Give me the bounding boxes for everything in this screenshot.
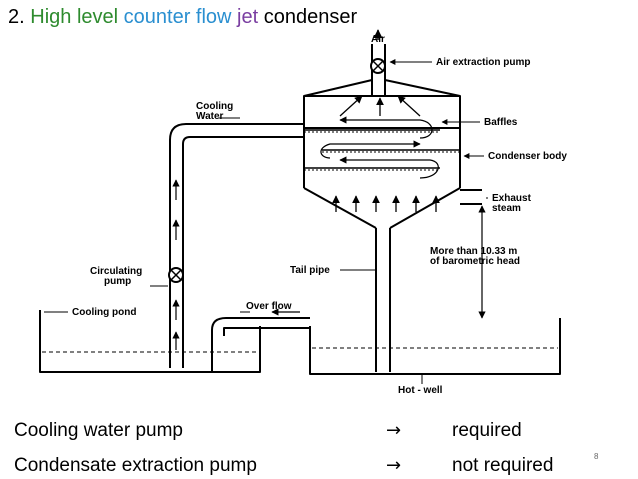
label-condenser-body: Condenser body [488, 151, 567, 162]
label-cooling-water-1: Cooling [196, 101, 233, 112]
comparison-item: Condensate extraction pump [14, 455, 257, 476]
label-air: Air [371, 34, 385, 45]
title-number: 2. [8, 6, 25, 28]
exhaust-steam-inlet [460, 189, 482, 205]
label-cooling-water-2: Water [196, 111, 224, 122]
title-word-counter-flow: counter flow [123, 6, 232, 28]
label-over-flow: Over flow [246, 301, 292, 312]
label-head-1: More than 10.33 m [430, 246, 517, 257]
label-tail-pipe: Tail pipe [290, 265, 330, 276]
label-hot-well: Hot - well [398, 385, 443, 396]
arrow-icon: → [386, 455, 402, 476]
label-circulating-pump-2: pump [104, 276, 131, 287]
overflow-pipe [211, 317, 310, 336]
label-exhaust-1: Exhaust [492, 193, 532, 204]
cooling-water-pipe [169, 123, 304, 368]
label-cooling-pond: Cooling pond [72, 307, 136, 318]
comparison-status: required [452, 420, 522, 441]
cooling-pond [39, 310, 261, 373]
title-word-high-level: High level [30, 6, 119, 28]
title-word-condenser: condenser [263, 6, 358, 28]
baffles [304, 129, 460, 169]
tail-pipe [375, 228, 391, 372]
label-exhaust-2: steam [492, 203, 521, 214]
slide-title: 2. High level counter flow jet condenser [8, 6, 357, 29]
hot-well [211, 318, 561, 375]
label-baffles: Baffles [484, 117, 518, 128]
title-word-jet: jet [237, 6, 259, 28]
page-number: 8 [594, 452, 599, 461]
comparison-status: not required [452, 455, 554, 476]
label-air-extraction-pump: Air extraction pump [436, 57, 530, 68]
comparison-item: Cooling water pump [14, 420, 183, 441]
label-circulating-pump-1: Circulating [90, 266, 142, 277]
label-head-2: of barometric head [430, 256, 520, 267]
condenser-shell [304, 95, 460, 129]
arrow-icon: → [386, 420, 402, 441]
condenser-bottom-cone [303, 187, 461, 229]
